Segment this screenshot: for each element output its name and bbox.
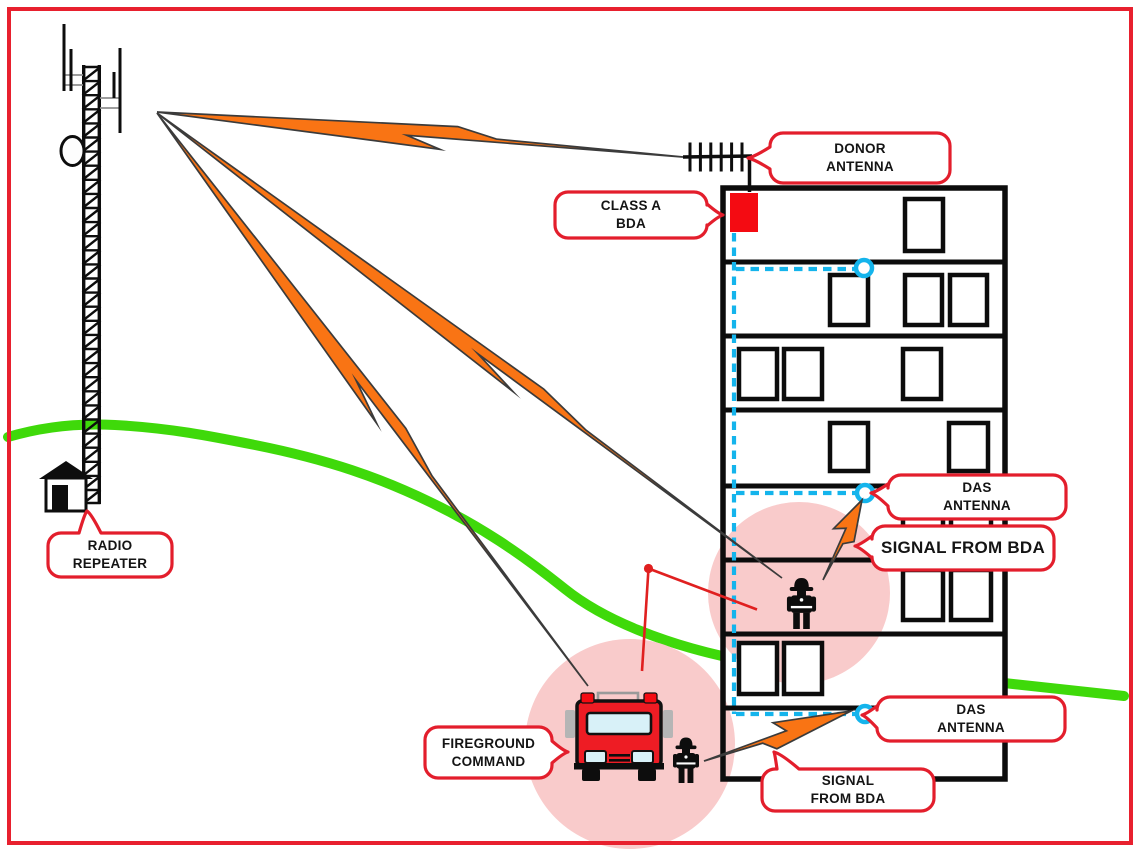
callout-bubble-signal-upper [853, 524, 1056, 572]
signal-bolt-tower-to-donor [156, 111, 684, 158]
truck-mirror-left [565, 710, 575, 738]
bda-unit [730, 193, 758, 232]
tower-antennas [62, 24, 122, 133]
radio-link-line [640, 563, 758, 672]
microwave-dish-icon [59, 135, 86, 167]
fire-truck-icon [565, 691, 673, 781]
window [781, 346, 825, 402]
window [827, 420, 871, 474]
window [900, 567, 946, 623]
window [902, 196, 946, 254]
callout-bubble-das-lower [860, 695, 1067, 743]
das-cabling [731, 233, 876, 725]
truck-grille [609, 759, 630, 762]
truck-windshield [585, 711, 653, 736]
window [947, 272, 990, 328]
callout-bubbles [46, 131, 1068, 813]
signal-bolt-tower-to-fireground [156, 112, 589, 687]
truck-wheel-left [582, 769, 600, 781]
truck-headlight-right [631, 750, 654, 764]
terrain-line [3, 419, 727, 661]
window [827, 272, 871, 328]
window [948, 567, 994, 623]
truck-beacon-left [580, 692, 595, 704]
callout-bubble-radio-repeater [46, 509, 174, 579]
window [736, 346, 780, 402]
window [736, 640, 780, 697]
equipment-shed-icon [39, 461, 93, 513]
signal-bolts [156, 111, 864, 762]
callout-bubble-das-upper [869, 473, 1068, 521]
window [781, 640, 825, 697]
signal-bolt-das-upper [822, 497, 864, 581]
window [902, 272, 945, 328]
callout-bubble-donor-antenna [746, 131, 952, 185]
window [946, 420, 991, 474]
truck-wheel-right [638, 769, 656, 781]
truck-beacon-right [643, 692, 658, 704]
callout-bubble-fireground [423, 725, 570, 780]
signal-bolt-tower-to-interior [156, 112, 783, 579]
signal-bolt-das-lower [703, 709, 857, 762]
callout-bubble-class-a-bda [553, 190, 725, 240]
radio-link-node [643, 563, 654, 574]
truck-grille [609, 754, 630, 757]
callout-bubble-signal-lower [760, 750, 936, 813]
radio-repeater-tower-icon [59, 24, 122, 506]
donor-antenna-icon [682, 142, 753, 192]
terrain-line-right [999, 678, 1129, 701]
truck-headlight-left [584, 750, 607, 764]
truck-bumper [574, 763, 664, 770]
das-antenna-node-top [853, 257, 875, 279]
truck-mirror-right [663, 710, 673, 738]
window [900, 346, 944, 402]
